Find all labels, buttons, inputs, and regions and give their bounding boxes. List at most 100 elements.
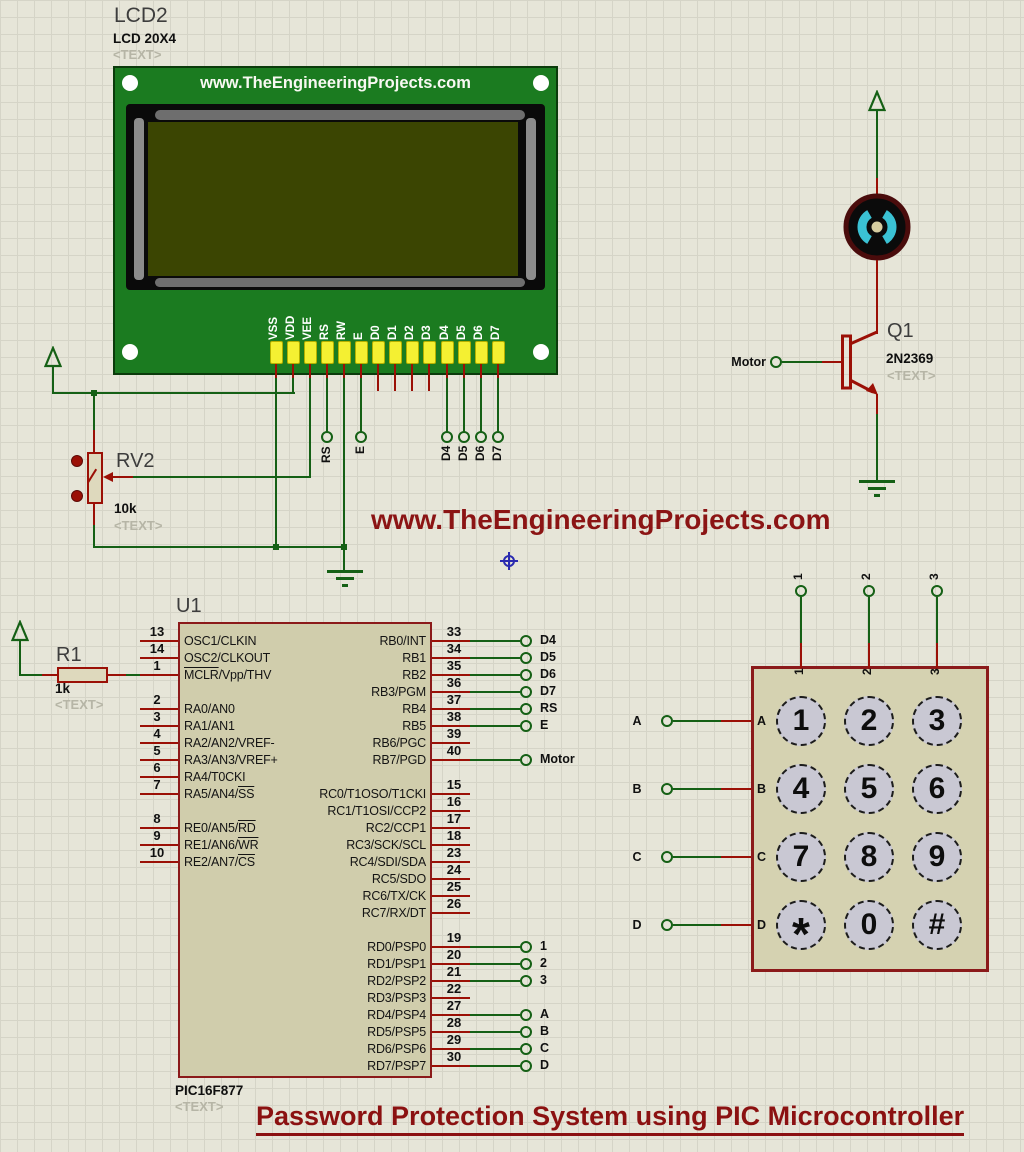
terminal-rs[interactable] bbox=[321, 431, 333, 443]
lcd-pad-d2[interactable] bbox=[405, 341, 419, 364]
pin-name: RC7/RX/DT bbox=[361, 906, 426, 920]
terminal-d4[interactable] bbox=[441, 431, 453, 443]
pin-number: 34 bbox=[446, 641, 462, 656]
lcd-pad-d4[interactable] bbox=[440, 341, 454, 364]
lcd-pad-d1[interactable] bbox=[388, 341, 402, 364]
terminal-d5[interactable] bbox=[458, 431, 470, 443]
terminal-wire bbox=[470, 657, 520, 659]
terminal-d5[interactable] bbox=[520, 652, 532, 664]
terminal-wire bbox=[470, 946, 520, 948]
pin-name-part: SS bbox=[237, 787, 255, 801]
keypad-button-star[interactable]: * bbox=[776, 900, 826, 957]
lcd-pad-d5[interactable] bbox=[457, 341, 471, 364]
pin-name: RA2/AN2/VREF- bbox=[184, 735, 384, 751]
keypad-button-7[interactable]: 7 bbox=[776, 832, 826, 882]
keypad-button-8[interactable]: 8 bbox=[844, 832, 894, 882]
keypad-button-3[interactable]: 3 bbox=[912, 696, 962, 746]
mcu-pin-stub bbox=[432, 861, 470, 863]
lcd-pad-e[interactable] bbox=[354, 341, 368, 364]
keypad-terminal-row-b[interactable] bbox=[661, 783, 673, 795]
keypad-button-2[interactable]: 2 bbox=[844, 696, 894, 746]
pin-name: RA4/T0CKI bbox=[184, 769, 384, 785]
keypad-button-hash[interactable]: # bbox=[912, 900, 962, 950]
origin-marker bbox=[500, 552, 518, 570]
ground-bar2 bbox=[336, 577, 354, 580]
wire bbox=[93, 430, 95, 454]
terminal-2[interactable] bbox=[520, 958, 532, 970]
terminal-d7[interactable] bbox=[492, 431, 504, 443]
keypad-terminal-col-1[interactable] bbox=[795, 585, 807, 597]
lcd-pin-stub bbox=[480, 364, 482, 378]
keypad-button-4[interactable]: 4 bbox=[776, 764, 826, 814]
pin-name: RB3/PGM bbox=[371, 685, 426, 699]
terminal-d[interactable] bbox=[520, 1060, 532, 1072]
lcd-pad-d6[interactable] bbox=[474, 341, 488, 364]
keypad-button-5[interactable]: 5 bbox=[844, 764, 894, 814]
lcd-pad-vss[interactable] bbox=[269, 341, 283, 364]
keypad-terminal-row-c[interactable] bbox=[661, 851, 673, 863]
keypad-terminal-col-2[interactable] bbox=[863, 585, 875, 597]
pin-number: 20 bbox=[446, 947, 462, 962]
mcu-pin-stub bbox=[432, 657, 470, 659]
keypad-terminal-label: C bbox=[632, 850, 642, 864]
power-arrow bbox=[867, 89, 887, 112]
wire bbox=[275, 378, 277, 548]
keypad-terminal-row-a[interactable] bbox=[661, 715, 673, 727]
terminal-b[interactable] bbox=[520, 1026, 532, 1038]
keypad-button-6[interactable]: 6 bbox=[912, 764, 962, 814]
mcu-pin-stub bbox=[432, 997, 470, 999]
terminal-label: 3 bbox=[540, 973, 547, 987]
terminal-d6[interactable] bbox=[475, 431, 487, 443]
lcd-pad-d7[interactable] bbox=[491, 341, 505, 364]
mcu-pin-stub bbox=[432, 980, 470, 982]
ground-bar3 bbox=[342, 584, 348, 587]
lcd-pad-rs[interactable] bbox=[320, 341, 334, 364]
pin-name: RB1 bbox=[402, 651, 426, 665]
pin-number: 19 bbox=[446, 930, 462, 945]
pin-number: 2 bbox=[153, 692, 161, 707]
wire bbox=[673, 720, 721, 722]
mcu-pin-stub bbox=[432, 1031, 470, 1033]
lcd-pad-vee[interactable] bbox=[303, 341, 317, 364]
mcu-body[interactable] bbox=[178, 622, 432, 1078]
terminal-a[interactable] bbox=[520, 1009, 532, 1021]
terminal-3[interactable] bbox=[520, 975, 532, 987]
terminal-label: D4 bbox=[540, 633, 556, 647]
lcd-pad-rw[interactable] bbox=[337, 341, 351, 364]
terminal-rs[interactable] bbox=[520, 703, 532, 715]
terminal-motor[interactable] bbox=[520, 754, 532, 766]
terminal-label: D7 bbox=[490, 446, 504, 462]
wire bbox=[936, 643, 938, 668]
keypad-button-glyph: 4 bbox=[792, 772, 810, 805]
lcd-pin-stub bbox=[411, 364, 413, 391]
keypad-button-9[interactable]: 9 bbox=[912, 832, 962, 882]
wire bbox=[133, 476, 311, 478]
terminal-motor[interactable] bbox=[770, 356, 782, 368]
keypad-terminal-col-3[interactable] bbox=[931, 585, 943, 597]
motor[interactable] bbox=[842, 192, 912, 262]
terminal-1[interactable] bbox=[520, 941, 532, 953]
resistor-body[interactable] bbox=[57, 667, 108, 683]
terminal-e[interactable] bbox=[355, 431, 367, 443]
terminal-d6[interactable] bbox=[520, 669, 532, 681]
pin-name: RB0/INT bbox=[379, 634, 426, 648]
terminal-c[interactable] bbox=[520, 1043, 532, 1055]
mcu-pin-stub bbox=[432, 691, 470, 693]
terminal-label: E bbox=[353, 446, 367, 455]
keypad-button-1[interactable]: 1 bbox=[776, 696, 826, 746]
terminal-e[interactable] bbox=[520, 720, 532, 732]
keypad-button-0[interactable]: 0 bbox=[844, 900, 894, 950]
page-title: Password Protection System using PIC Mic… bbox=[256, 1101, 965, 1136]
pin-name: RE2/AN7/CS bbox=[184, 854, 384, 870]
lcd-pad-d3[interactable] bbox=[422, 341, 436, 364]
terminal-label: C bbox=[540, 1041, 550, 1055]
pin-name-part: RE1/AN6/ bbox=[184, 838, 238, 852]
lcd-pad-vdd[interactable] bbox=[286, 341, 300, 364]
terminal-d7[interactable] bbox=[520, 686, 532, 698]
terminal-d4[interactable] bbox=[520, 635, 532, 647]
mcu-pin-stub bbox=[432, 810, 470, 812]
lcd-pin-stub bbox=[446, 364, 448, 378]
keypad-terminal-row-d[interactable] bbox=[661, 919, 673, 931]
pin-name-part: OSC2/CLKOUT bbox=[184, 651, 271, 665]
lcd-pad-d0[interactable] bbox=[371, 341, 385, 364]
